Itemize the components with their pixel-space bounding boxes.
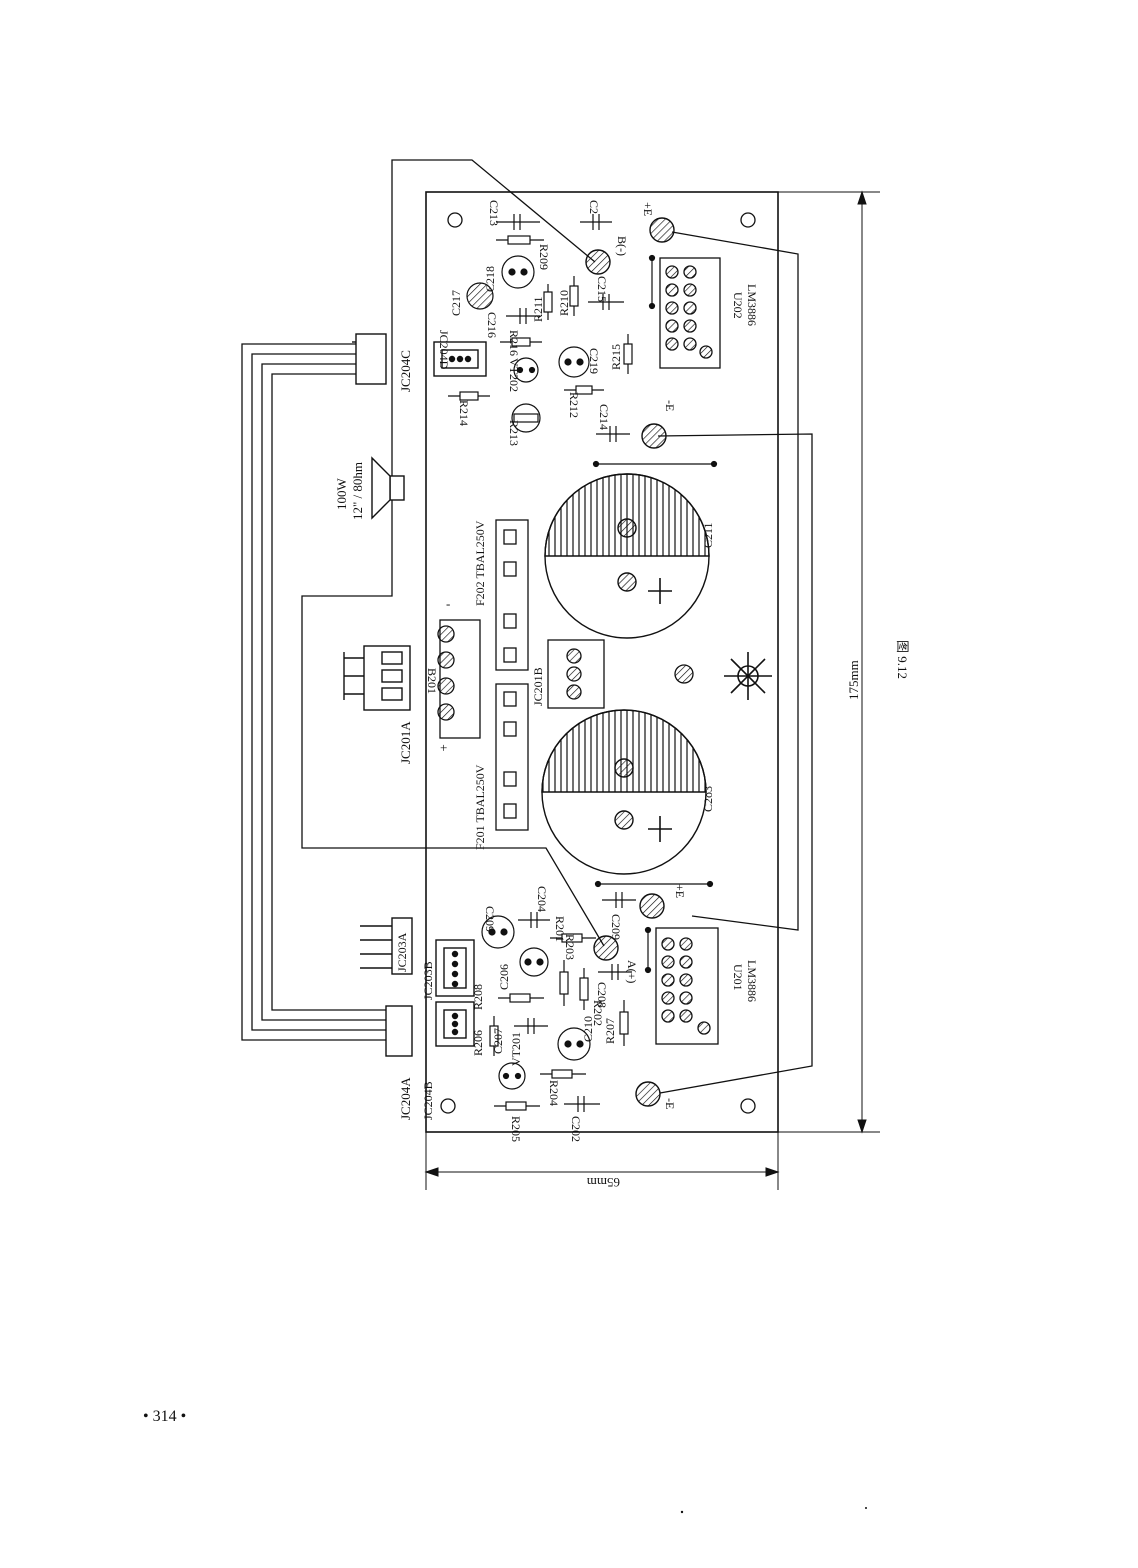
label-r212: R212: [567, 392, 581, 418]
speaker-power-label: 100W: [334, 478, 349, 511]
label-r201: R201: [553, 916, 567, 942]
dimension-65mm: [424, 1132, 780, 1190]
label-r208: R208: [471, 984, 485, 1010]
speaker-spec-label: 12" / 80hm: [350, 462, 365, 520]
label-r204: R204: [547, 1080, 561, 1106]
label-jc201a: JC201A: [398, 721, 413, 764]
label-neg-e-mid: -E: [663, 400, 677, 411]
label-c209b: C209: [609, 914, 623, 940]
label-jc204d: JC204D: [437, 330, 451, 370]
label-r202: R202: [591, 1000, 605, 1026]
label-jc203b: JC203B: [421, 961, 435, 1000]
label-u202-part: LM3886: [745, 284, 759, 326]
label-pos-e-bottom: +E: [673, 884, 687, 898]
label-r207: R207: [603, 1018, 617, 1044]
terminal-jc201b: [547, 639, 605, 709]
pcb-board-outline: [425, 191, 779, 1133]
fuse-holder-f201: [495, 683, 529, 831]
figure-caption: 图 9.12: [895, 640, 910, 679]
label-r214: R214: [457, 400, 471, 426]
label-r215: R215: [609, 344, 623, 370]
label-neg-e-bottom: -E: [663, 1098, 677, 1109]
label-r210: R210: [557, 290, 571, 316]
header-jc203b: [435, 939, 475, 997]
label-u201-part: LM3886: [745, 960, 759, 1002]
dimension-length-label: 175mm: [846, 660, 861, 700]
label-c210: C210: [581, 1016, 595, 1042]
label-b201: B201: [425, 668, 439, 694]
label-c204: C204: [535, 886, 549, 912]
speck: [865, 1507, 867, 1509]
header-jc204b: [435, 1001, 475, 1047]
label-u202: U202: [731, 292, 745, 319]
label-c217: C217: [449, 290, 463, 316]
label-r216: R216: [507, 330, 521, 356]
label-b201-plus: +: [440, 740, 447, 755]
label-vt202: VT202: [507, 358, 521, 392]
label-pos-e-top: +E: [641, 202, 655, 216]
capacitor-c211: [544, 473, 710, 639]
small-component-labels-bottom: C209 C204 R201 C206 R203 C209 R208 R206 …: [471, 886, 623, 1142]
capacitor-c203: [541, 709, 707, 875]
label-r213: R213: [507, 420, 521, 446]
label-r206: R206: [471, 1030, 485, 1056]
speck: [680, 1510, 684, 1514]
label-c203: C2o3: [701, 786, 715, 812]
mounting-holes: [440, 212, 756, 1114]
connector-jc203a: [360, 917, 413, 975]
label-c211: C211: [701, 522, 715, 548]
label-c202: C202: [569, 1116, 583, 1142]
power-pads: [585, 217, 675, 1107]
star-ground: [724, 652, 772, 700]
label-c206: C206: [497, 964, 511, 990]
label-c216: C216: [485, 312, 499, 338]
bridge-rectifier-b201: [437, 619, 481, 739]
connector-jc204a: [385, 1005, 413, 1057]
dimension-width-label: 65mm: [587, 1175, 620, 1190]
ic-u202: [659, 257, 721, 369]
ic-u201: [655, 927, 719, 1045]
label-r211: R211: [531, 296, 545, 322]
small-component-labels-top: C213 C2 R209 C218 C217 R211 R210 C215 C2…: [449, 200, 623, 446]
label-c2: C2: [587, 200, 601, 214]
connector-jc201a: [343, 645, 411, 711]
center-pad: [674, 664, 694, 684]
label-c208: C208: [595, 982, 609, 1008]
label-r203: R203: [563, 934, 577, 960]
label-c213: C213: [487, 200, 501, 226]
label-b-minus: B(-): [615, 236, 629, 256]
small-components-top: [448, 214, 633, 442]
fuse-holder-f202: [495, 519, 529, 671]
header-jc204d: [433, 341, 487, 377]
label-c219: C219: [587, 348, 601, 374]
label-jc203a: JC203A: [395, 932, 409, 972]
label-b201-minus: -: [446, 596, 450, 611]
label-jc201b: JC201B: [531, 667, 545, 706]
label-vt201: VT201: [509, 1032, 523, 1066]
dimension-175mm: [778, 190, 880, 1134]
label-c218: C218: [483, 266, 497, 292]
label-u201: U201: [731, 964, 745, 991]
label-jc204c: JC204C: [398, 350, 413, 392]
label-f202: F202 TBAL250V: [473, 520, 487, 606]
label-r209: R209: [537, 244, 551, 270]
label-c214: C214: [597, 404, 611, 430]
label-jc204a: JC204A: [398, 1077, 413, 1120]
label-c209a: C209: [483, 906, 497, 932]
speaker-symbol: [371, 456, 405, 520]
page-number: • 314 •: [143, 1408, 187, 1425]
external-wiring: [241, 159, 813, 1094]
dotted-rails: [592, 254, 718, 974]
label-f201: F201 TBAL250V: [473, 764, 487, 850]
label-jc204b: JC204B: [421, 1081, 435, 1120]
label-c215: C215: [595, 276, 609, 302]
connector-jc204c-plug: [352, 333, 387, 385]
small-components-bottom: [481, 892, 636, 1112]
label-c207: C207: [491, 1028, 505, 1054]
label-r205: R205: [509, 1116, 523, 1142]
